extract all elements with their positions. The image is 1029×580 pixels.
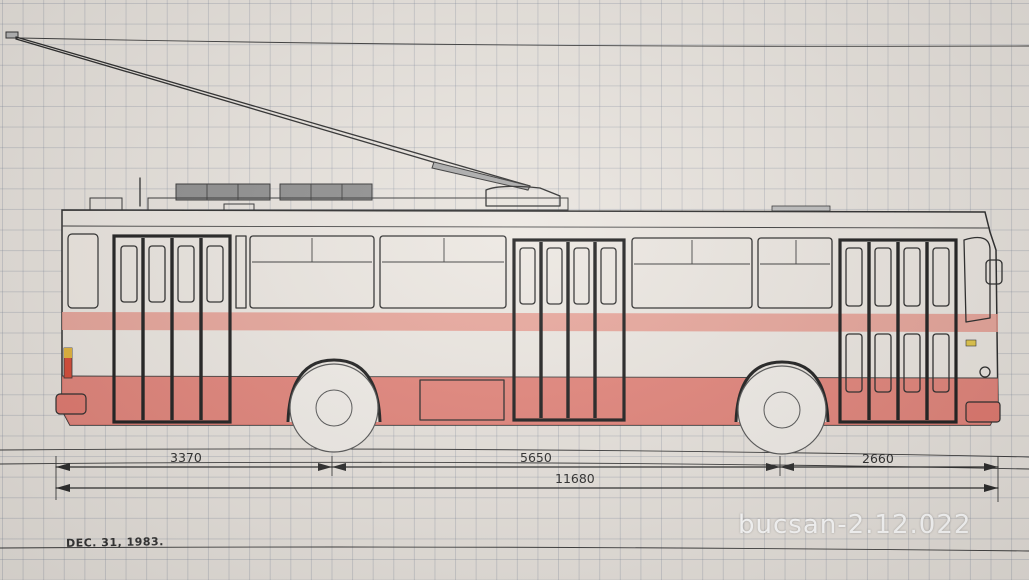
front-end [55, 233, 99, 415]
rear-wheel [734, 360, 830, 455]
trolley-pole [5, 31, 561, 207]
dimension-total-length: 11680 [555, 471, 595, 486]
rear-door [838, 238, 958, 424]
overhead-wire-line [19, 37, 1029, 47]
middle-door [512, 238, 626, 422]
dimension-rear-overhang: 2660 [862, 451, 894, 466]
road-line-upper [0, 448, 1029, 458]
front-wheel [286, 358, 382, 453]
artist-signature: bucsan-2.12.022 [738, 510, 972, 540]
side-windows [235, 235, 833, 309]
drawing-date: DEC. 31, 1983. [65, 535, 164, 550]
roof-equipment [89, 177, 831, 225]
dimension-wheelbase: 5650 [520, 450, 552, 465]
rear-end [963, 236, 1003, 423]
skirt-panel [419, 379, 505, 421]
red-stripe [62, 312, 998, 332]
front-door [112, 234, 232, 424]
bottom-margin-line [0, 546, 1029, 552]
dimension-lines [55, 456, 999, 502]
dimension-front-overhang: 3370 [170, 450, 202, 465]
